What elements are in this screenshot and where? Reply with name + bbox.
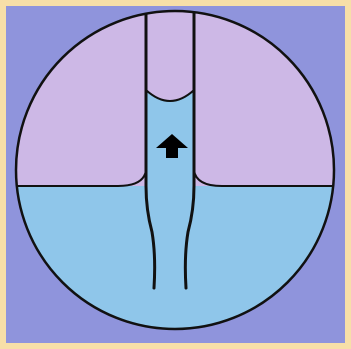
liquid-region — [6, 186, 345, 343]
tube-air-gap — [146, 6, 194, 101]
capillary-diagram — [6, 6, 345, 343]
